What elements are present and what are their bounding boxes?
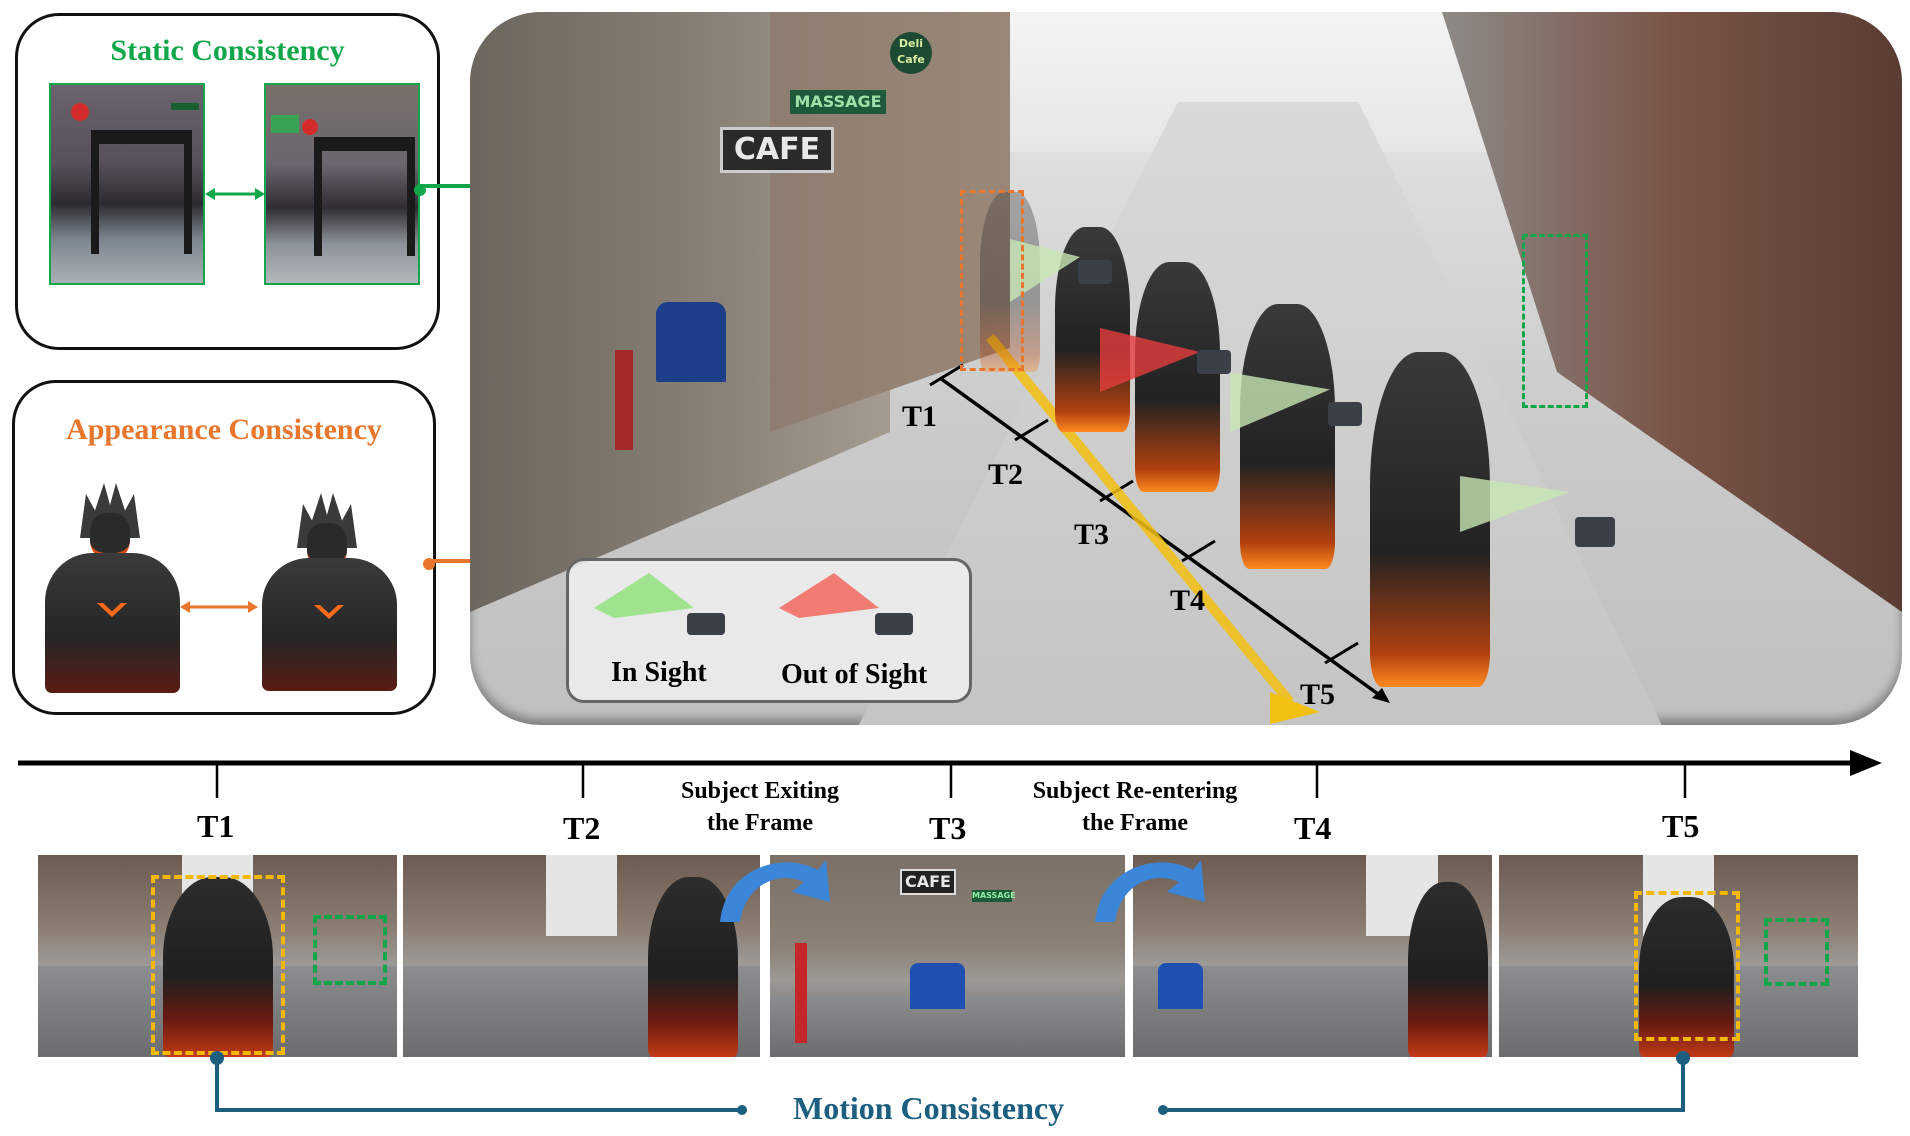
out-of-sight-cone-icon: [779, 573, 879, 618]
street-scene: CAFE MASSAGE Deli Cafe T1 T2 T3 T4 T5 In…: [470, 12, 1902, 725]
static-bbox-3d: [1522, 234, 1588, 408]
in-sight-camera-icon: [687, 613, 725, 635]
street-sign: [171, 103, 199, 110]
timeline-tick-t2: T2: [563, 810, 601, 846]
cafe-sign: CAFE: [720, 127, 834, 173]
event-subject-reentering: Subject Re-entering the Frame: [1005, 775, 1265, 839]
static-bbox: [313, 915, 387, 985]
static-bbox: [1764, 918, 1829, 986]
motion-consistency-label: Motion Consistency: [793, 1090, 1065, 1126]
out-of-sight-label: Out of Sight: [781, 659, 928, 690]
bus-shelter: [91, 130, 192, 254]
camera-icon: [1197, 350, 1231, 374]
subject-partial: [1408, 882, 1488, 1057]
trajectory-label-t1: T1: [902, 400, 938, 433]
static-thumb-right: [264, 83, 420, 285]
timeline-tick-t3: T3: [929, 810, 967, 846]
trajectory-label-t2: T2: [988, 458, 1024, 491]
trajectory-label-t3: T3: [1074, 518, 1110, 551]
subject-partial: [648, 877, 738, 1057]
character-generated: [262, 493, 397, 691]
sight-legend: In Sight Out of Sight: [566, 558, 972, 703]
appearance-consistency-panel: Appearance Consistency: [12, 380, 436, 715]
massage-sign: MASSAGE: [790, 90, 886, 114]
frame-t3: CAFE MASSAGE: [770, 855, 1125, 1057]
event-exiting-line2: the Frame: [707, 810, 813, 836]
sky: [545, 855, 618, 936]
subject-bbox: [1634, 891, 1740, 1041]
exit-arrow-icon: [720, 860, 830, 922]
trajectory-label-t5: T5: [1300, 678, 1336, 711]
mailboxes: [910, 963, 965, 1009]
in-sight-cone-icon: [594, 573, 694, 618]
appearance-consistency-title: Appearance Consistency: [66, 413, 382, 446]
timeline-tick-t5: T5: [1662, 808, 1700, 844]
event-exiting-line1: Subject Exiting: [680, 778, 839, 804]
in-sight-label: In Sight: [611, 657, 707, 688]
mailboxes: [1158, 963, 1203, 1009]
frame-t2: [403, 855, 760, 1057]
timeline-tick-t4: T4: [1294, 810, 1332, 846]
appearance-double-arrow-icon: [180, 601, 258, 613]
event-reentering-line2: the Frame: [1082, 810, 1188, 836]
camera-icon: [1078, 260, 1112, 284]
mailboxes: [656, 302, 726, 382]
timeline-axis: [18, 750, 1882, 798]
green-sign: [271, 115, 299, 133]
static-consistency-title: Static Consistency: [110, 34, 345, 67]
frame-t1: [38, 855, 397, 1057]
trajectory-label-t4: T4: [1170, 584, 1206, 617]
subject-bbox: [151, 875, 285, 1055]
frame-t5: [1499, 855, 1858, 1057]
static-consistency-panel: Static Consistency: [15, 13, 440, 350]
subject-t4: [1240, 304, 1335, 569]
static-thumb-left: [49, 83, 205, 285]
bus-shelter: [314, 137, 415, 256]
reenter-arrow-icon: [1095, 860, 1205, 922]
fire-alarm-post: [615, 350, 633, 450]
subject-t3: [1135, 262, 1220, 492]
frame-cafe-sign: CAFE: [900, 869, 956, 895]
event-subject-exiting: Subject Exiting the Frame: [660, 775, 860, 839]
static-double-arrow-icon: [205, 188, 265, 200]
character-reference: [45, 483, 180, 693]
appearance-bbox-3d: [960, 190, 1024, 371]
camera-icon: [1575, 517, 1615, 547]
left-buildings-far: [770, 12, 1010, 432]
camera-icon: [1328, 402, 1362, 426]
frame-massage-sign: MASSAGE: [972, 890, 1016, 902]
timeline-tick-t1: T1: [197, 808, 235, 844]
deli-cafe-sign: Deli Cafe: [890, 32, 932, 74]
fire-alarm-post: [795, 943, 807, 1043]
motion-connector-lines: [210, 1051, 1690, 1115]
subject: [163, 877, 273, 1057]
subject: [1639, 897, 1734, 1057]
trajectory-axis: [929, 333, 1390, 724]
out-of-sight-camera-icon: [875, 613, 913, 635]
stop-sign: [71, 103, 89, 121]
stop-sign: [302, 119, 318, 135]
event-reentering-line1: Subject Re-entering: [1032, 778, 1238, 804]
